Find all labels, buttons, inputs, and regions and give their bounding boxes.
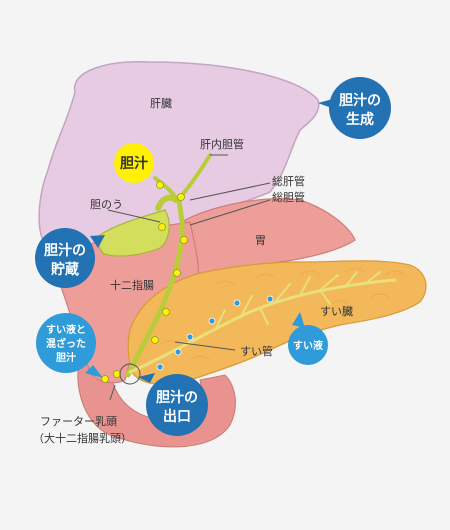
badge-bile-exit-line1: 胆汁の (156, 389, 198, 406)
badge-mixed-line2: 混ざった (46, 337, 86, 350)
label-stomach: 胃 (255, 234, 266, 247)
badge-bile: 胆汁 (114, 143, 154, 183)
gallbladder (97, 209, 170, 257)
badge-pancreatic-juice-label: すい液 (293, 339, 323, 352)
intrahepatic-duct-left (153, 176, 180, 202)
label-gallbladder: 胆のう (90, 198, 123, 211)
pancreatic-duct (128, 271, 397, 374)
label-papilla: ファーター乳頭 (40, 415, 117, 428)
bile-flow-dots (101, 181, 188, 383)
label-liver: 肝臓 (150, 97, 172, 110)
label-pancreatic-duct: すい管 (240, 344, 273, 358)
badge-mixed-line1: すい液と (46, 323, 86, 336)
badge-bile-storage-line1: 胆汁の (44, 242, 86, 259)
badge-bile-production-line1: 胆汁の (339, 92, 381, 109)
badge-bile-label: 胆汁 (120, 155, 148, 172)
papilla-marker (119, 363, 141, 385)
label-duodenum: 十二指腸 (110, 278, 154, 292)
badge-bile-storage: 胆汁の 貯蔵 (35, 228, 105, 288)
gallbladder-neck (155, 194, 179, 211)
badge-mixed-line3: 胆汁 (56, 351, 76, 364)
badge-bile-production: 胆汁の 生成 (318, 77, 391, 139)
badge-pancreatic-juice: すい液 (288, 312, 328, 365)
common-hepatic-duct (176, 197, 185, 225)
badge-bile-exit: 胆汁の 出口 (138, 373, 208, 436)
common-bile-duct (125, 219, 185, 378)
badge-mixed-juice: すい液と 混ざった 胆汁 (36, 313, 103, 378)
badge-bile-production-line2: 生成 (346, 111, 374, 128)
badge-bile-exit-line2: 出口 (163, 408, 191, 425)
pancreatic-juice-dots (156, 295, 274, 371)
label-intrahepatic-duct: 肝内胆管 (200, 137, 244, 151)
leader-lines (107, 154, 271, 401)
label-pancreas: すい臓 (320, 305, 353, 318)
pancreas-texture (159, 267, 406, 361)
label-common-bile-duct: 総胆管 (272, 190, 305, 204)
badge-bile-storage-line2: 貯蔵 (51, 261, 79, 278)
label-common-hepatic-duct: 総肝管 (272, 174, 305, 188)
label-papilla-sub: （大十二指腸乳頭） (33, 431, 132, 445)
